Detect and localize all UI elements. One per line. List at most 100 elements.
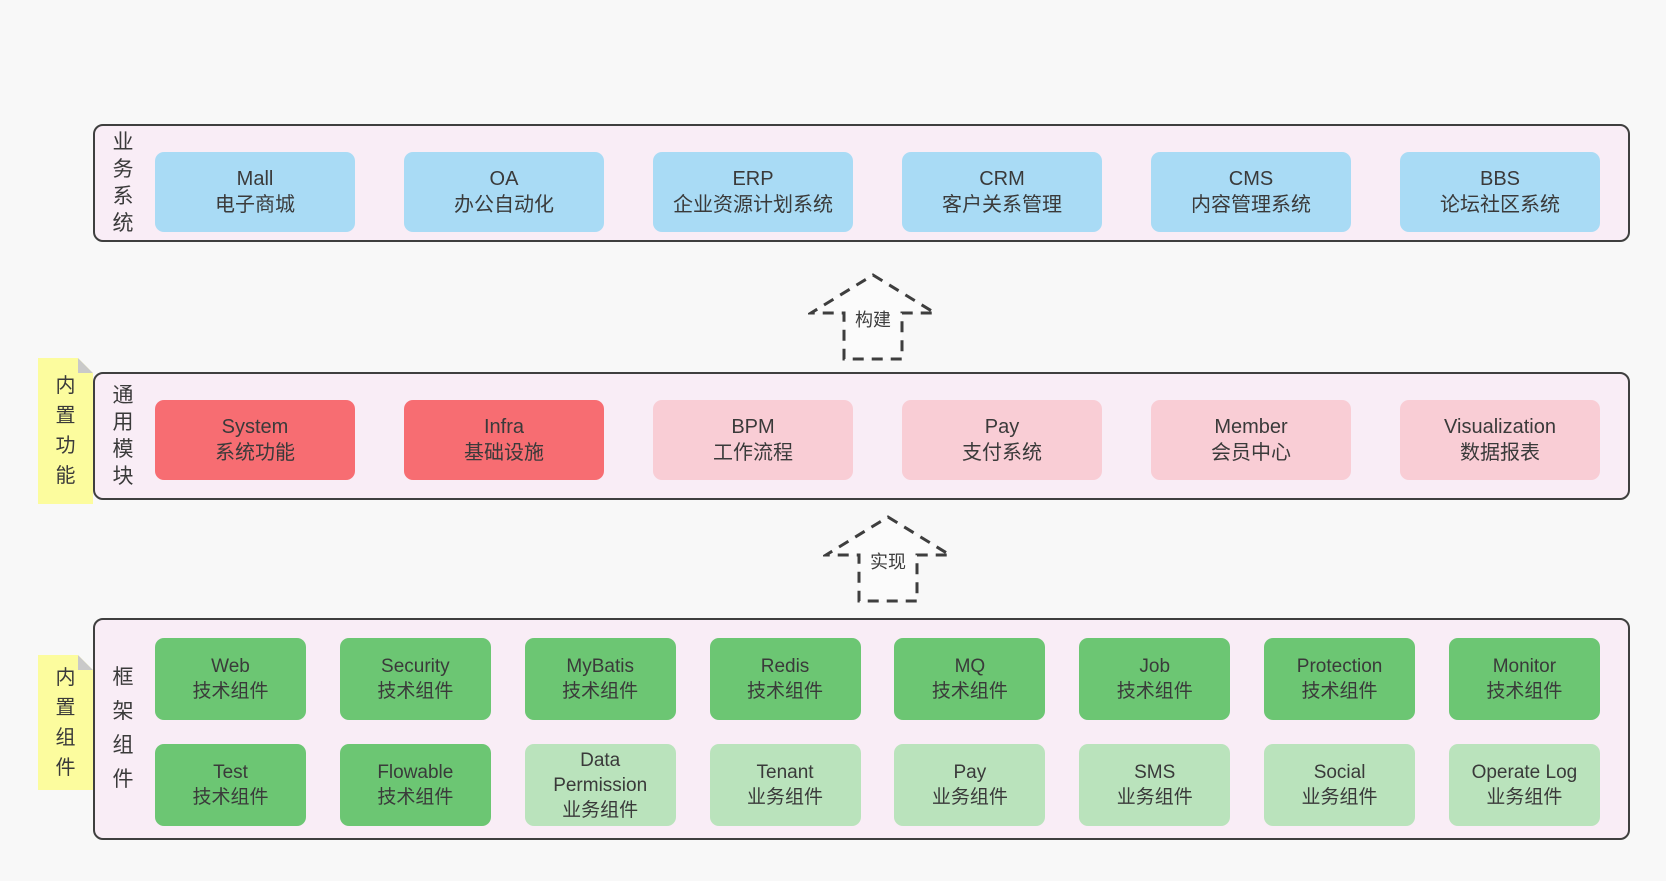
box-title: Flowable xyxy=(377,762,454,783)
box-data-permission: Data Permission 业务组件 xyxy=(524,744,676,826)
box-mybatis: MyBatis 技术组件 xyxy=(524,638,676,720)
box-title: Social xyxy=(1313,762,1366,783)
box-title: Mall xyxy=(236,168,274,190)
box-erp: ERP 企业资源计划系统 xyxy=(653,152,853,232)
framework-box-row-1: Web 技术组件 Security 技术组件 MyBatis 技术组件 Redi… xyxy=(155,638,1600,720)
box-subtitle: 系统功能 xyxy=(215,442,295,464)
box-subtitle: 业务组件 xyxy=(562,799,639,821)
box-title: BPM xyxy=(731,416,775,438)
box-title: Protection xyxy=(1296,656,1383,677)
box-subtitle: 工作流程 xyxy=(713,442,793,464)
note-text: 内置组件 xyxy=(55,666,76,779)
box-monitor: Monitor 技术组件 xyxy=(1448,638,1600,720)
box-title: CRM xyxy=(979,168,1025,190)
modules-box-row: System 系统功能 Infra 基础设施 BPM 工作流程 Pay 支付系统… xyxy=(155,400,1600,480)
box-title: OA xyxy=(489,168,519,190)
box-bpm: BPM 工作流程 xyxy=(653,400,853,480)
build-arrow-label: 构建 xyxy=(852,306,894,332)
box-operate-log: Operate Log 业务组件 xyxy=(1448,744,1600,826)
implement-arrow-label: 实现 xyxy=(867,548,909,574)
box-tenant: Tenant 业务组件 xyxy=(709,744,861,826)
panel-business-systems: 业务系统 Mall 电子商城 OA 办公自动化 ERP 企业资源计划系统 CRM… xyxy=(93,124,1630,242)
box-subtitle: 业务组件 xyxy=(931,787,1008,808)
box-pay-component: Pay 业务组件 xyxy=(894,744,1046,826)
box-subtitle: 内容管理系统 xyxy=(1191,194,1311,216)
box-flowable: Flowable 技术组件 xyxy=(339,744,491,826)
box-subtitle: 数据报表 xyxy=(1460,442,1540,464)
box-pay-system: Pay 支付系统 xyxy=(902,400,1102,480)
box-title: Web xyxy=(211,656,250,677)
box-subtitle: 办公自动化 xyxy=(454,194,554,216)
box-title: Data Permission xyxy=(553,749,648,796)
box-subtitle: 技术组件 xyxy=(1486,681,1563,702)
box-subtitle: 技术组件 xyxy=(1301,681,1378,702)
box-subtitle: 业务组件 xyxy=(1301,787,1378,808)
box-visualization: Visualization 数据报表 xyxy=(1400,400,1600,480)
box-security: Security 技术组件 xyxy=(339,638,491,720)
box-subtitle: 客户关系管理 xyxy=(942,194,1062,216)
box-oa: OA 办公自动化 xyxy=(404,152,604,232)
note-text: 内置功能 xyxy=(55,375,76,487)
business-box-row: Mall 电子商城 OA 办公自动化 ERP 企业资源计划系统 CRM 客户关系… xyxy=(155,152,1600,232)
box-subtitle: 技术组件 xyxy=(377,681,454,702)
framework-box-row-2: Test 技术组件 Flowable 技术组件 Data Permission … xyxy=(155,744,1600,826)
box-subtitle: 技术组件 xyxy=(192,787,269,808)
box-title: MyBatis xyxy=(566,656,634,677)
note-fold-corner xyxy=(78,358,93,373)
build-arrow: 构建 xyxy=(808,272,938,362)
box-title: Visualization xyxy=(1444,416,1556,438)
sticky-note-built-in-functions: 内置功能 xyxy=(38,358,93,504)
box-title: MQ xyxy=(954,656,986,677)
panel-label-framework: 框架组件 xyxy=(112,666,134,791)
box-sms: SMS 业务组件 xyxy=(1079,744,1231,826)
box-title: System xyxy=(221,416,289,438)
box-protection: Protection 技术组件 xyxy=(1264,638,1416,720)
box-subtitle: 技术组件 xyxy=(192,681,269,702)
box-web: Web 技术组件 xyxy=(155,638,306,720)
box-title: BBS xyxy=(1479,168,1521,190)
box-subtitle: 支付系统 xyxy=(962,442,1042,464)
box-title: Job xyxy=(1139,656,1171,677)
box-social: Social 业务组件 xyxy=(1264,744,1416,826)
box-subtitle: 业务组件 xyxy=(747,787,824,808)
box-bbs: BBS 论坛社区系统 xyxy=(1400,152,1600,232)
box-subtitle: 企业资源计划系统 xyxy=(673,194,833,216)
box-test: Test 技术组件 xyxy=(155,744,306,826)
box-title: SMS xyxy=(1134,762,1176,783)
box-subtitle: 技术组件 xyxy=(562,681,639,702)
box-title: Pay xyxy=(984,416,1020,438)
box-subtitle: 会员中心 xyxy=(1211,442,1291,464)
panel-framework-components: 框架组件 Web 技术组件 Security 技术组件 MyBatis 技术组件… xyxy=(93,618,1630,840)
panel-label-business: 业务系统 xyxy=(112,131,134,235)
box-title: Member xyxy=(1214,416,1288,438)
box-infra: Infra 基础设施 xyxy=(404,400,604,480)
box-subtitle: 技术组件 xyxy=(747,681,824,702)
box-title: Operate Log xyxy=(1471,762,1578,783)
box-title: CMS xyxy=(1228,168,1274,190)
panel-label-modules: 通用模块 xyxy=(112,384,134,488)
implement-arrow: 实现 xyxy=(823,514,953,604)
box-subtitle: 技术组件 xyxy=(931,681,1008,702)
box-system: System 系统功能 xyxy=(155,400,355,480)
box-title: Security xyxy=(381,656,450,677)
box-cms: CMS 内容管理系统 xyxy=(1151,152,1351,232)
box-title: Test xyxy=(213,762,248,783)
box-job: Job 技术组件 xyxy=(1079,638,1231,720)
box-redis: Redis 技术组件 xyxy=(709,638,861,720)
box-subtitle: 业务组件 xyxy=(1116,787,1193,808)
sticky-note-built-in-components: 内置组件 xyxy=(38,655,93,790)
panel-common-modules: 通用模块 System 系统功能 Infra 基础设施 BPM 工作流程 Pay… xyxy=(93,372,1630,500)
box-title: ERP xyxy=(732,168,774,190)
box-subtitle: 论坛社区系统 xyxy=(1440,194,1560,216)
box-member: Member 会员中心 xyxy=(1151,400,1351,480)
box-subtitle: 技术组件 xyxy=(1116,681,1193,702)
box-mq: MQ 技术组件 xyxy=(894,638,1046,720)
box-subtitle: 技术组件 xyxy=(377,787,454,808)
note-fold-corner xyxy=(78,655,93,670)
box-mall: Mall 电子商城 xyxy=(155,152,355,232)
box-subtitle: 电子商城 xyxy=(215,194,295,216)
box-title: Infra xyxy=(483,416,525,438)
box-title: Tenant xyxy=(756,762,814,783)
box-title: Pay xyxy=(953,762,987,783)
